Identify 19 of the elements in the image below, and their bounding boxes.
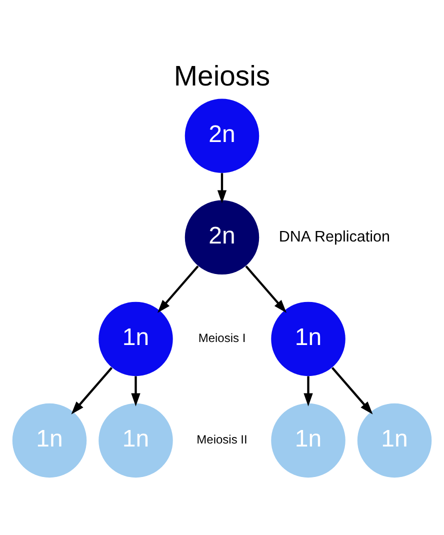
arrow [245, 264, 287, 312]
node-circle: 1n [12, 402, 87, 478]
diagram-title: Meiosis [174, 60, 270, 92]
node-circle: 1n [271, 402, 346, 478]
arrow [71, 366, 113, 414]
arrow [331, 366, 373, 414]
arrow [304, 376, 313, 406]
node-circle: 2n [184, 98, 260, 172]
arrow [217, 172, 227, 203]
label: DNA Replication [278, 228, 390, 245]
node-circle: 1n [271, 301, 346, 376]
node-circle: 1n [98, 402, 173, 478]
label: Meiosis II [196, 432, 248, 446]
arrow [131, 376, 140, 406]
node-circle: 1n [98, 301, 173, 376]
label: Meiosis I [198, 330, 246, 345]
node-circle: 1n [357, 402, 432, 478]
node-circle: 2n [184, 200, 260, 274]
arrow [157, 264, 199, 312]
